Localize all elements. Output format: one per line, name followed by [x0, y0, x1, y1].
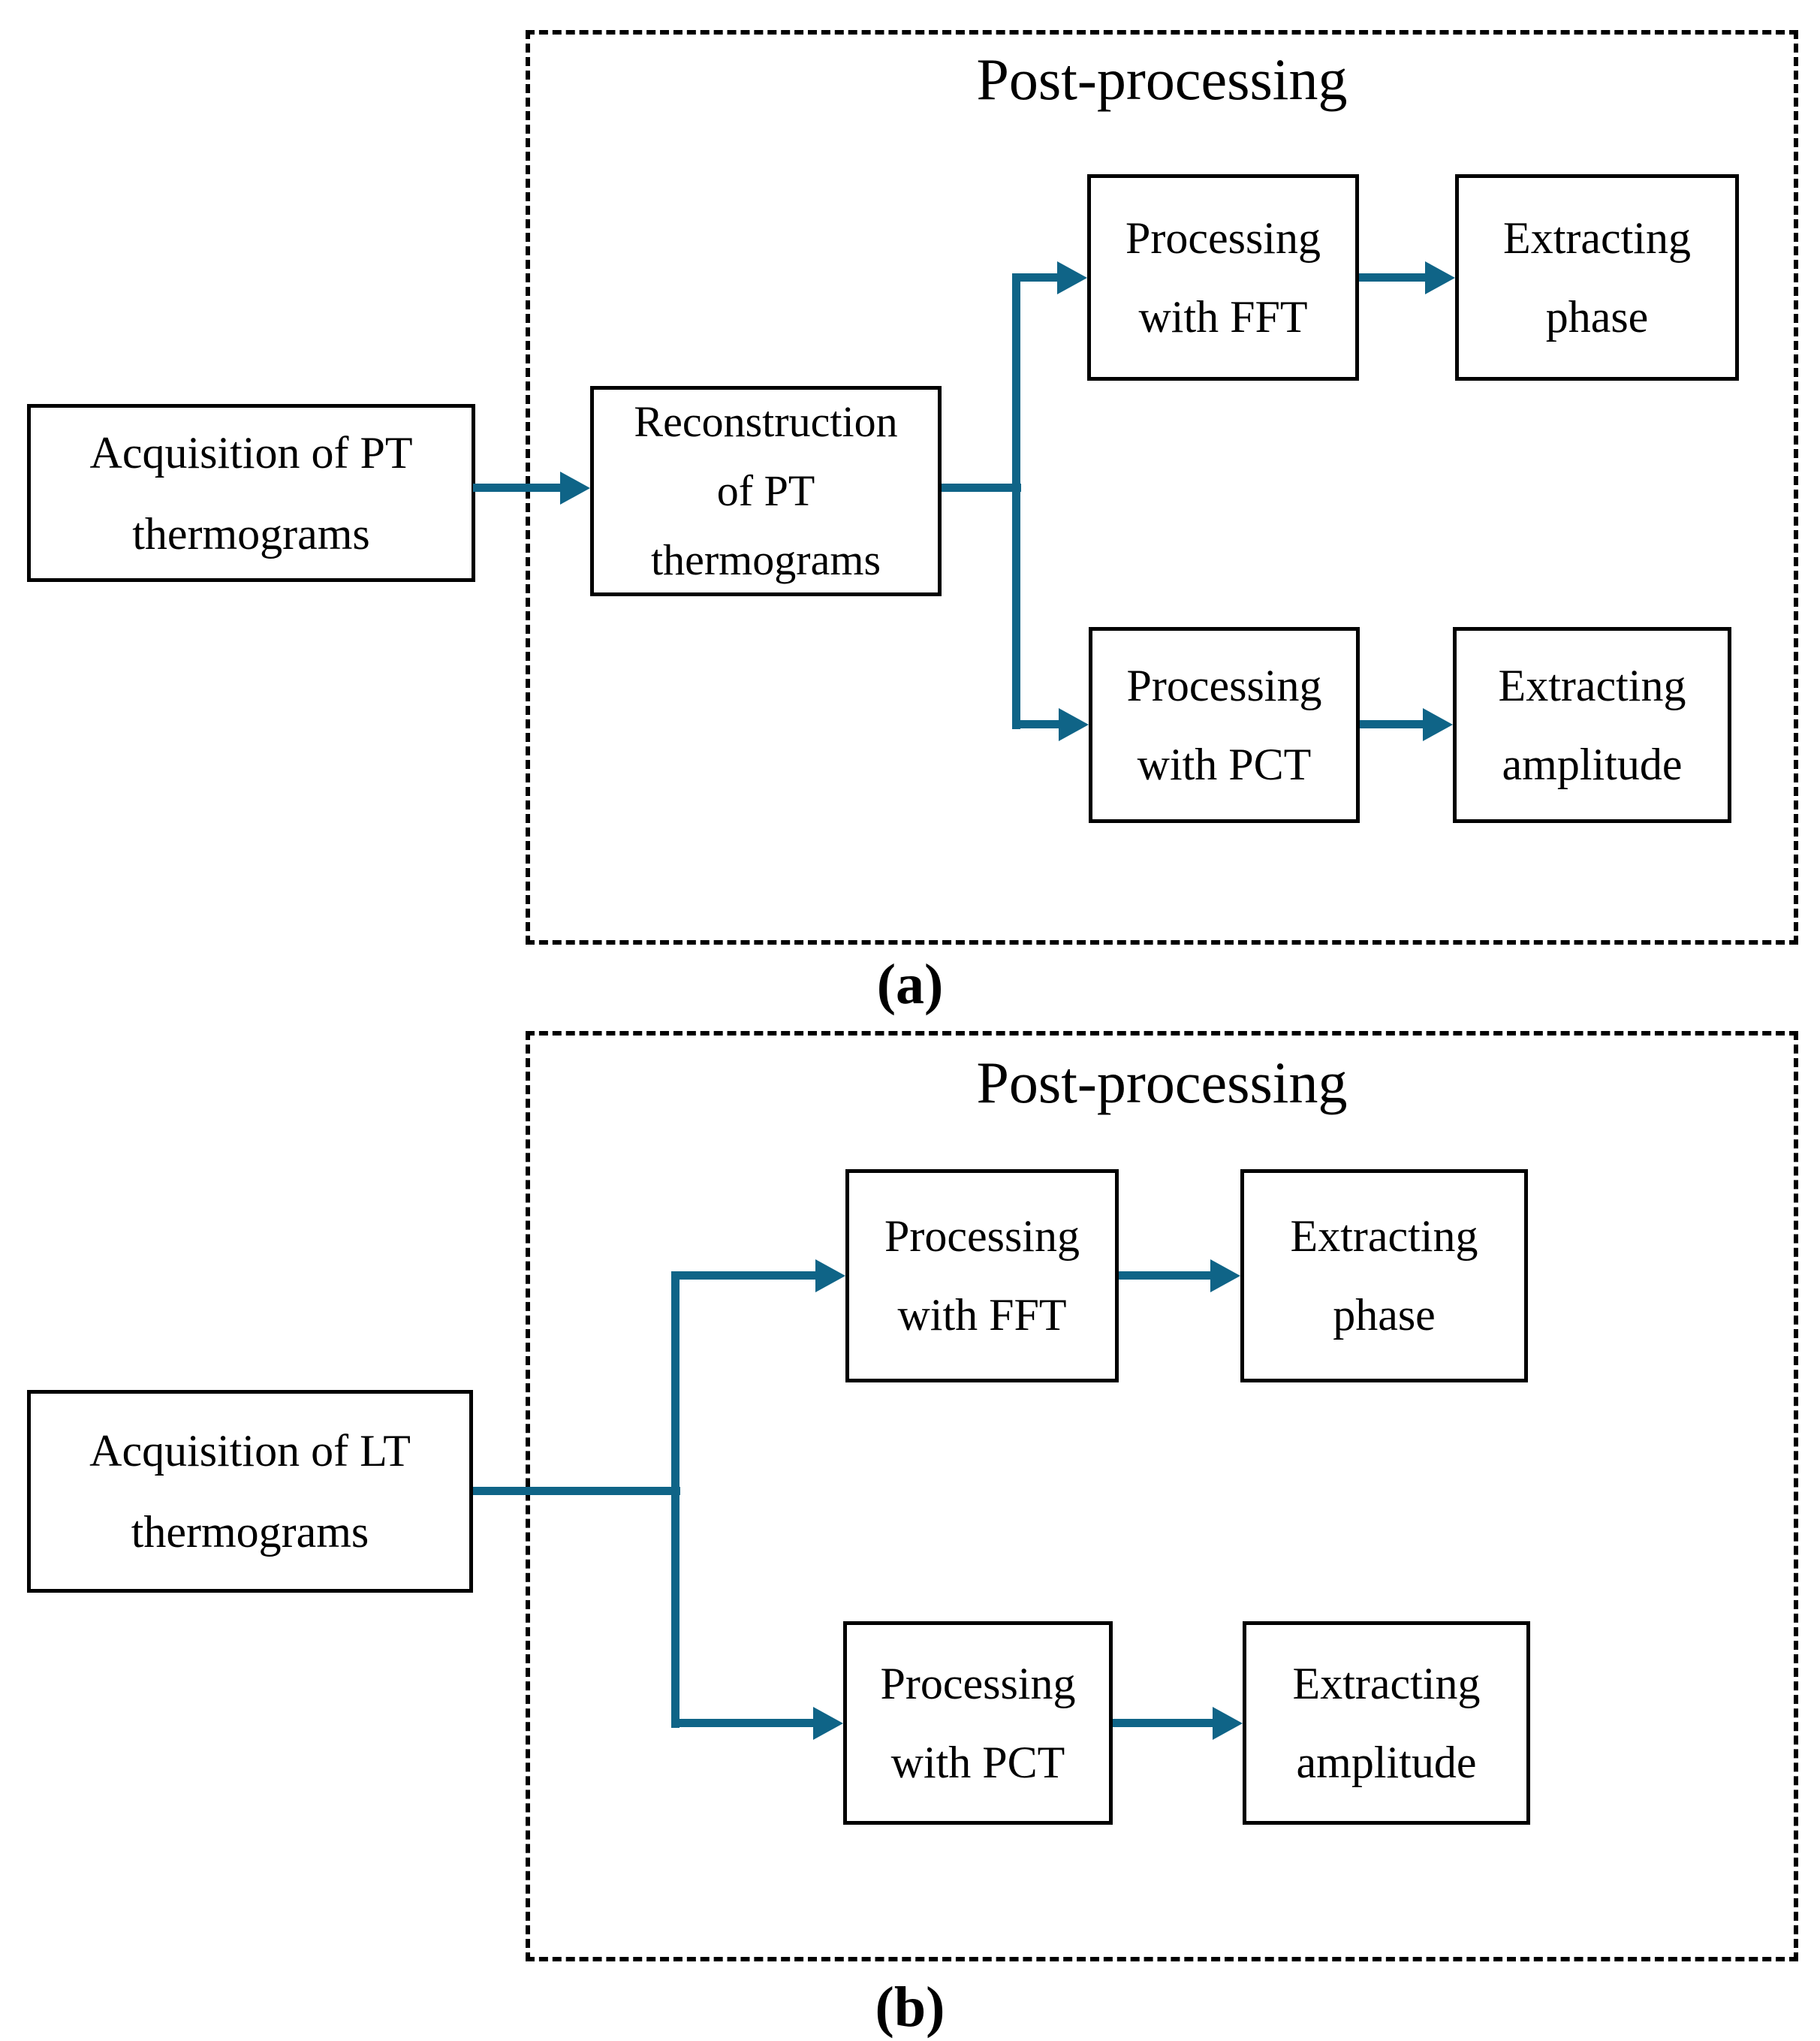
- node-extracting-phase-a: Extracting phase: [1455, 174, 1739, 381]
- caption-b: (b): [875, 1976, 945, 2039]
- node-processing-fft-b: Processing with FFT: [845, 1169, 1119, 1382]
- node-acquisition-lt: Acquisition of LT thermograms: [27, 1390, 473, 1593]
- node-acquisition-pt: Acquisition of PT thermograms: [27, 404, 475, 582]
- connector-acquisition-to-reconstruction: [473, 484, 563, 492]
- node-reconstruction-pt: Reconstruction of PT thermograms: [590, 386, 942, 596]
- post-processing-title-b: Post-processing: [976, 1050, 1348, 1115]
- node-extracting-amplitude-a: Extracting amplitude: [1453, 627, 1731, 823]
- arrowhead-into-reconstruction: [560, 472, 590, 505]
- connector-branch-to-fft-b: [671, 1271, 815, 1280]
- arrowhead-into-amplitude-b: [1213, 1707, 1243, 1740]
- arrowhead-into-pct-b: [813, 1707, 843, 1740]
- arrowhead-into-phase-a: [1425, 261, 1455, 294]
- connector-fft-to-phase-b: [1119, 1271, 1210, 1280]
- connector-fft-to-phase-a: [1359, 273, 1425, 282]
- caption-a: (a): [876, 953, 944, 1016]
- connector-pct-to-amplitude-a: [1360, 720, 1423, 728]
- arrowhead-into-pct-a: [1059, 708, 1089, 741]
- post-processing-container-b: [526, 1031, 1798, 1961]
- connector-branch-vertical-a: [1012, 273, 1020, 729]
- node-extracting-amplitude-b: Extracting amplitude: [1243, 1621, 1530, 1825]
- node-extracting-phase-b: Extracting phase: [1240, 1169, 1528, 1382]
- node-processing-pct-b: Processing with PCT: [843, 1621, 1113, 1825]
- node-processing-fft-a: Processing with FFT: [1087, 174, 1359, 381]
- node-processing-pct-a: Processing with PCT: [1089, 627, 1360, 823]
- connector-reconstruction-to-branch: [942, 484, 1021, 492]
- connector-branch-to-pct-a: [1012, 720, 1059, 728]
- arrowhead-into-phase-b: [1210, 1259, 1240, 1292]
- connector-branch-to-fft-a: [1012, 273, 1057, 282]
- arrowhead-into-fft-a: [1057, 261, 1087, 294]
- arrowhead-into-fft-b: [815, 1259, 845, 1292]
- connector-pct-to-amplitude-b: [1113, 1719, 1213, 1727]
- connector-branch-vertical-b: [671, 1271, 679, 1728]
- arrowhead-into-amplitude-a: [1423, 708, 1453, 741]
- connector-acquisition-to-branch-b: [473, 1487, 680, 1495]
- connector-branch-to-pct-b: [671, 1719, 813, 1727]
- post-processing-title-a: Post-processing: [976, 47, 1348, 112]
